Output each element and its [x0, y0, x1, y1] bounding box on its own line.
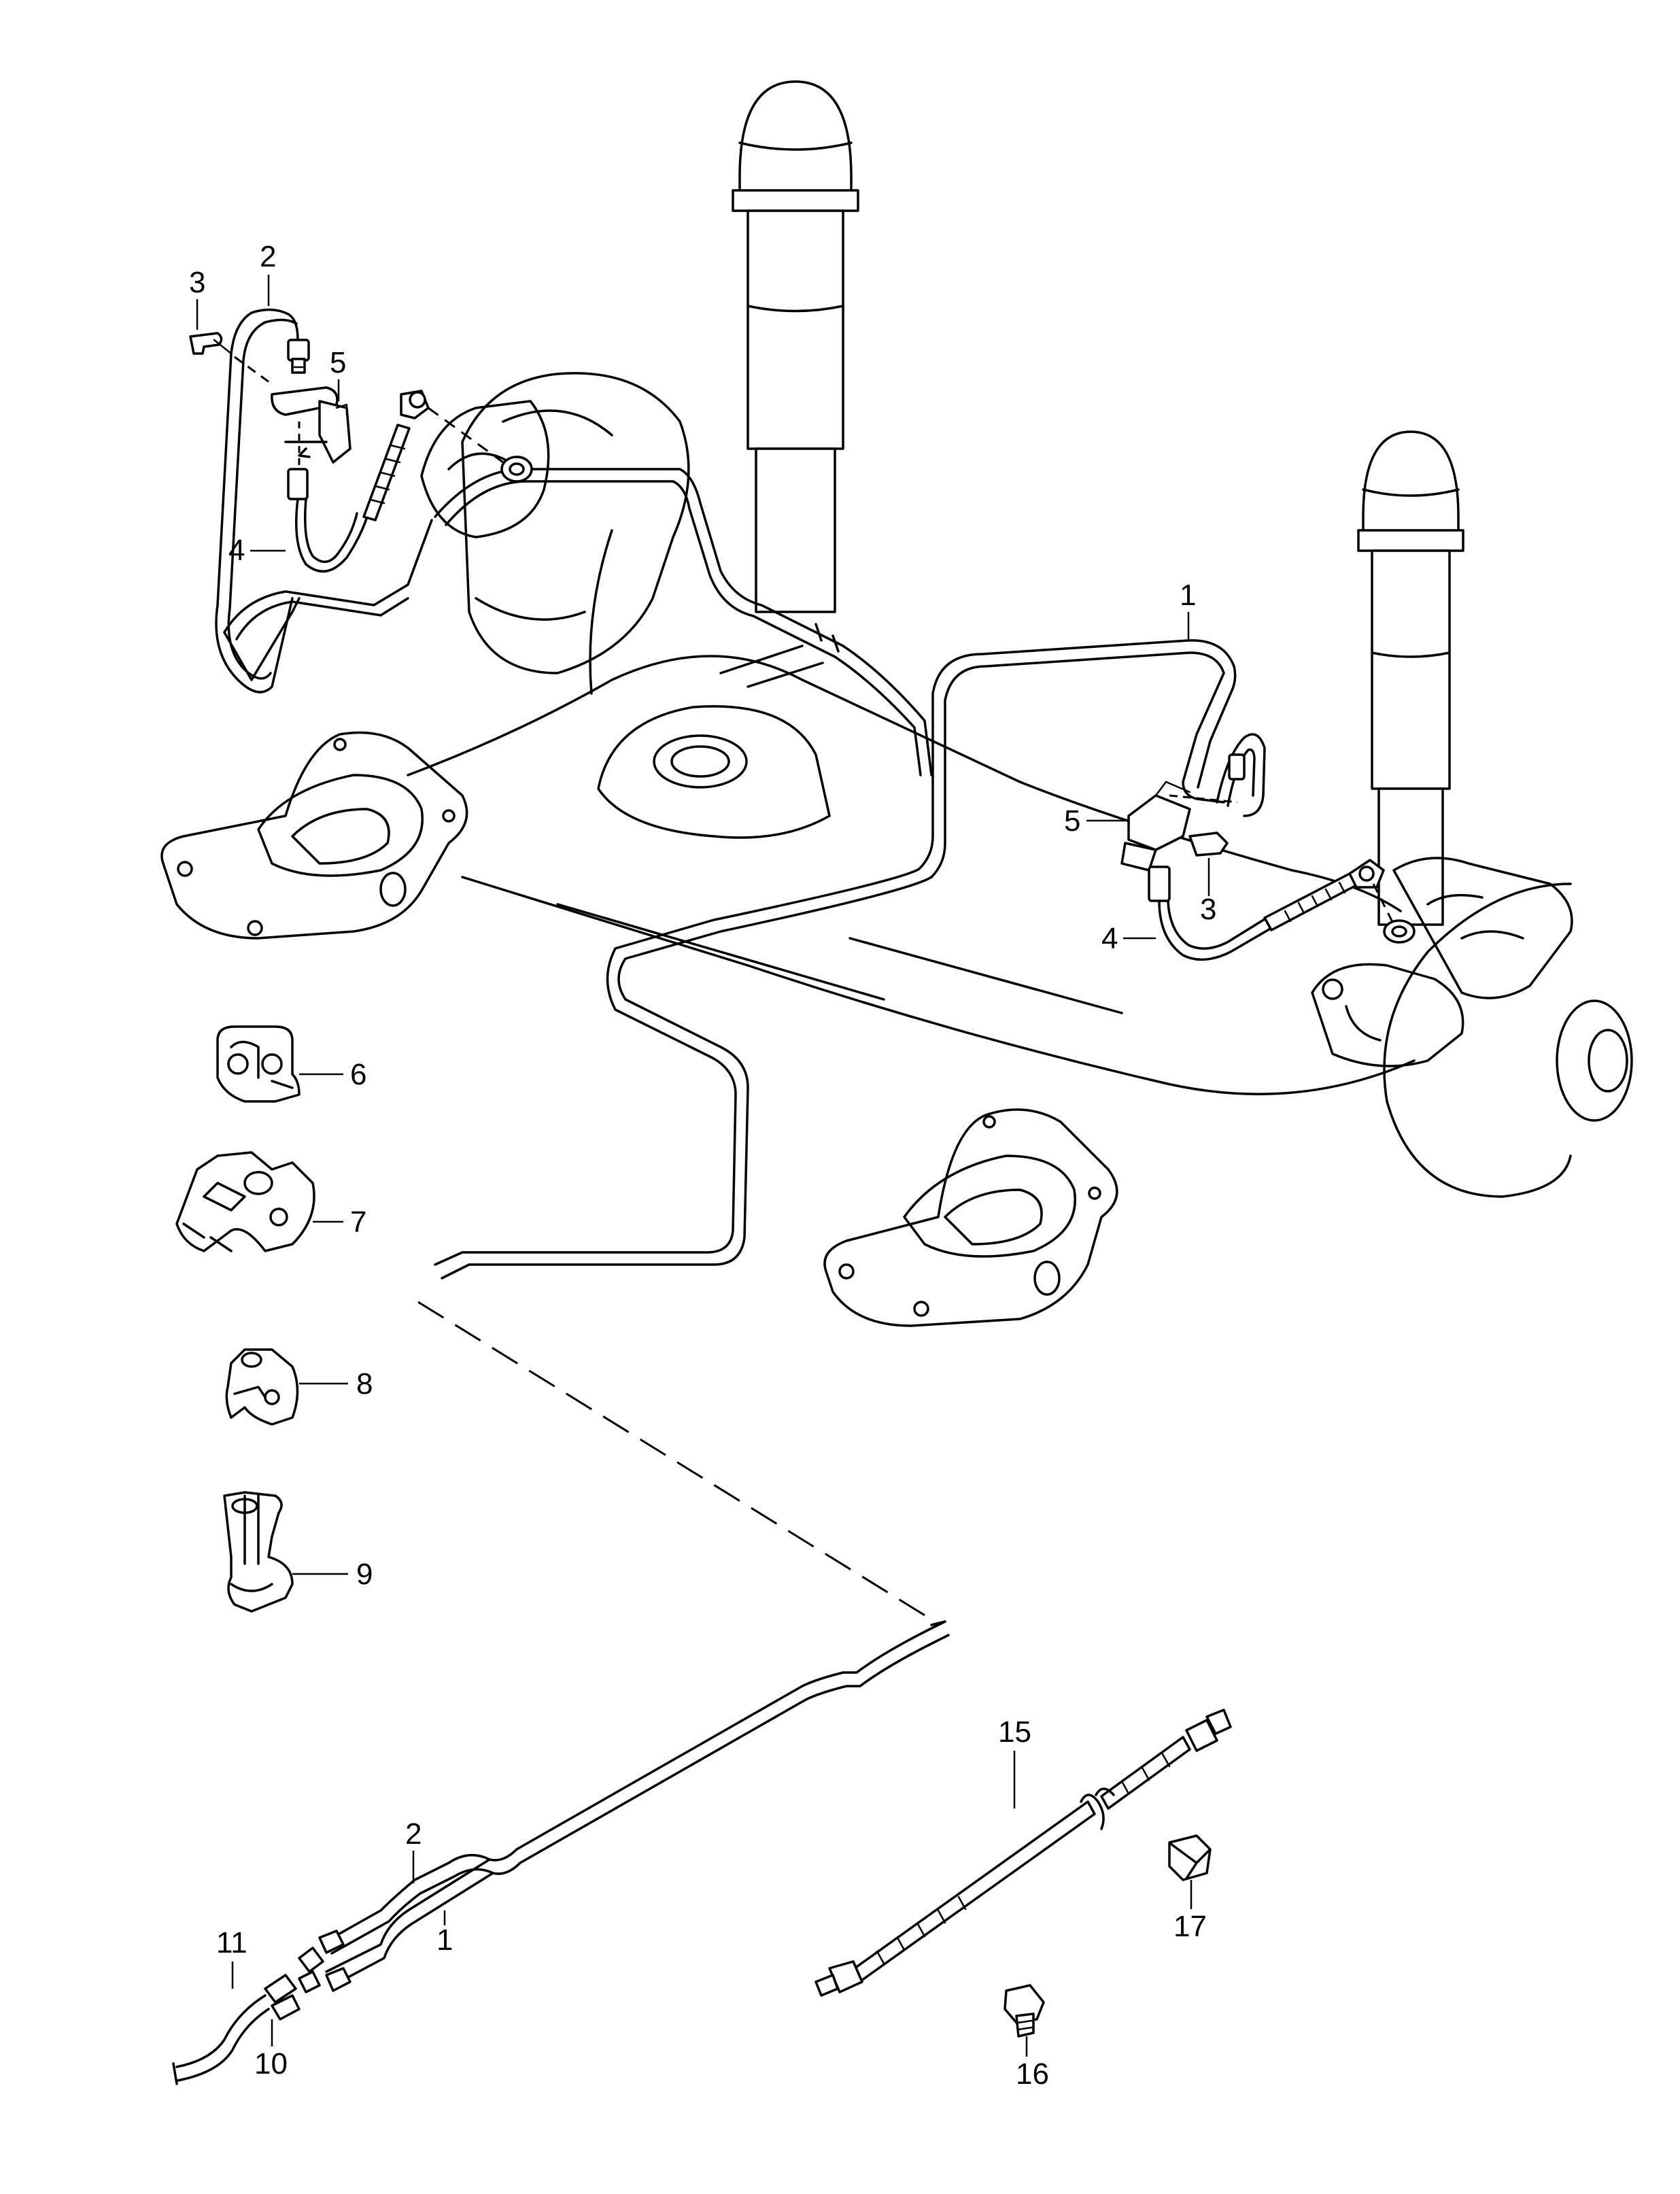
- callout-11: 11: [216, 1926, 247, 1959]
- part-15-hose: [815, 1709, 1232, 1997]
- callout-10: 10: [254, 2047, 288, 2080]
- rear-axle-beam: [407, 645, 1416, 1095]
- part-6-pipe-clip: [216, 1025, 301, 1103]
- callout-2-bottom: 2: [405, 1817, 422, 1851]
- callout-4-right: 4: [1101, 922, 1118, 955]
- part-7-pipe-clip: [175, 1151, 315, 1252]
- callout-9: 9: [356, 1558, 373, 1591]
- callout-17: 17: [1173, 1910, 1207, 1943]
- callout-16: 16: [1016, 2057, 1049, 2091]
- left-hose-assembly: [189, 308, 533, 693]
- dashed-continuation-line: [417, 1301, 936, 1623]
- callout-2-left: 2: [260, 240, 276, 273]
- callout-4-left: 4: [228, 534, 245, 567]
- axle-coil-housing: [420, 372, 690, 695]
- right-brake-disc-hub: [1311, 857, 1633, 1198]
- callout-labels: 3 2 5 4 1 5 3 4 6 7 8 9 15 2 1 11 10: [189, 240, 1216, 2091]
- front-brake-lines: [172, 1620, 950, 2085]
- callout-15: 15: [998, 1715, 1031, 1749]
- callout-3-left: 3: [189, 266, 205, 299]
- callout-8: 8: [356, 1367, 373, 1401]
- part-9-pipe-clip: [223, 1491, 294, 1613]
- brake-line-2-axle: [223, 468, 933, 776]
- callout-3-right: 3: [1200, 893, 1216, 926]
- part-8-pipe-clip: [225, 1348, 299, 1426]
- callout-6: 6: [350, 1058, 366, 1091]
- callout-1-right: 1: [1180, 579, 1196, 612]
- left-mount-bracket: [160, 731, 468, 940]
- left-shock-absorber: [732, 80, 859, 613]
- brake-line-1-axle: [434, 639, 1237, 1280]
- part-16-bolt: [1004, 1984, 1045, 2038]
- part-17-nut: [1168, 1834, 1212, 1881]
- callout-5-left: 5: [330, 346, 346, 379]
- right-hose-assembly: [1120, 733, 1416, 961]
- right-shock-absorber: [1357, 430, 1464, 926]
- right-mount-bracket: [823, 1108, 1118, 1327]
- callout-7: 7: [350, 1205, 366, 1239]
- callout-1-bottom: 1: [436, 1923, 453, 1957]
- callout-5-right: 5: [1064, 804, 1080, 838]
